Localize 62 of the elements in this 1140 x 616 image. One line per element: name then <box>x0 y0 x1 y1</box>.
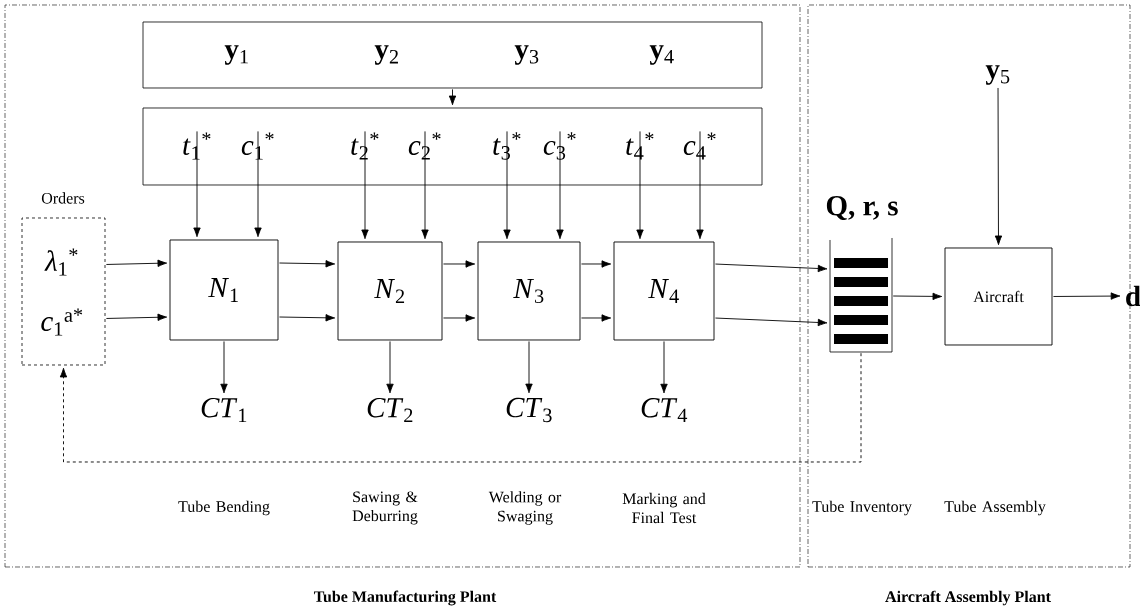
arrow <box>448 88 457 106</box>
region-title: Tube Manufacturing Plant <box>314 590 497 606</box>
stage-label: Tube Bending <box>178 500 270 516</box>
variable-label: y$_{2}$ <box>374 45 398 65</box>
arrow <box>696 130 704 240</box>
arrow <box>443 260 476 268</box>
cycle-time-label: CT$_{1}$ <box>201 398 247 422</box>
arrow <box>421 130 429 240</box>
target-label: t$_{4}$* <box>626 132 654 160</box>
arrow <box>279 314 336 322</box>
assembly-box: Aircraft <box>944 247 1053 346</box>
variable-label: y$_{4}$ <box>649 45 674 65</box>
stage-label: Marking and Final Test <box>622 492 706 524</box>
process-box: N$_{1}$ <box>169 239 279 341</box>
stage-label: Sawing & Deburring <box>352 491 418 525</box>
stage-label: Tube Assembly <box>944 500 1046 516</box>
process-box: N$_{2}$ <box>337 241 443 341</box>
arrow <box>715 317 828 327</box>
feedback-arrow <box>59 352 862 463</box>
target-label: t$_{3}$* <box>493 132 521 160</box>
cycle-time-label: CT$_{3}$ <box>506 397 552 423</box>
arrow <box>361 130 369 240</box>
arrow <box>193 130 201 238</box>
arrow <box>525 341 533 394</box>
target-label: t$_{2}$* <box>351 132 379 160</box>
arrow <box>443 314 476 322</box>
demand-label: d <box>1126 285 1140 307</box>
arrow <box>105 259 168 267</box>
arrow <box>105 313 168 321</box>
arrow <box>581 260 612 268</box>
arrow <box>254 130 262 238</box>
box-heading: Orders <box>41 192 85 204</box>
arrow <box>386 341 394 394</box>
arrow <box>279 260 336 268</box>
variable-label: y$_{5}$ <box>985 65 1010 85</box>
cycle-time-label: CT$_{2}$ <box>367 397 413 423</box>
arrow <box>556 130 564 240</box>
stage-label: Tube Inventory <box>812 500 912 516</box>
target-label: c$_{2}$* <box>408 132 441 160</box>
queue-parameters-label: Q, r, s <box>826 196 898 220</box>
process-box: N$_{4}$ <box>613 241 715 341</box>
arrow <box>581 314 612 322</box>
arrow <box>636 130 644 240</box>
order-variable: λ$_{1}$* <box>44 248 78 276</box>
arrow <box>503 130 511 240</box>
target-label: c$_{3}$* <box>543 132 576 160</box>
target-label: c$_{1}$* <box>241 132 274 160</box>
process-box: N$_{3}$ <box>477 241 581 341</box>
arrow <box>715 263 828 273</box>
arrow <box>994 87 1003 246</box>
order-variable: c$_{1}$a* <box>41 308 83 336</box>
arrow <box>660 341 668 394</box>
arrow <box>220 341 228 394</box>
arrow <box>1053 292 1121 300</box>
region-title: Aircraft Assembly Plant <box>885 590 1051 606</box>
stage-label: Welding or Swaging <box>488 491 562 525</box>
arrow <box>892 292 943 301</box>
variable-label: y$_{3}$ <box>514 45 539 65</box>
target-label: t$_{1}$* <box>183 132 211 160</box>
target-label: c$_{4}$* <box>683 132 716 160</box>
variable-label: y$_{1}$ <box>224 45 248 65</box>
cycle-time-label: CT$_{4}$ <box>641 398 688 422</box>
